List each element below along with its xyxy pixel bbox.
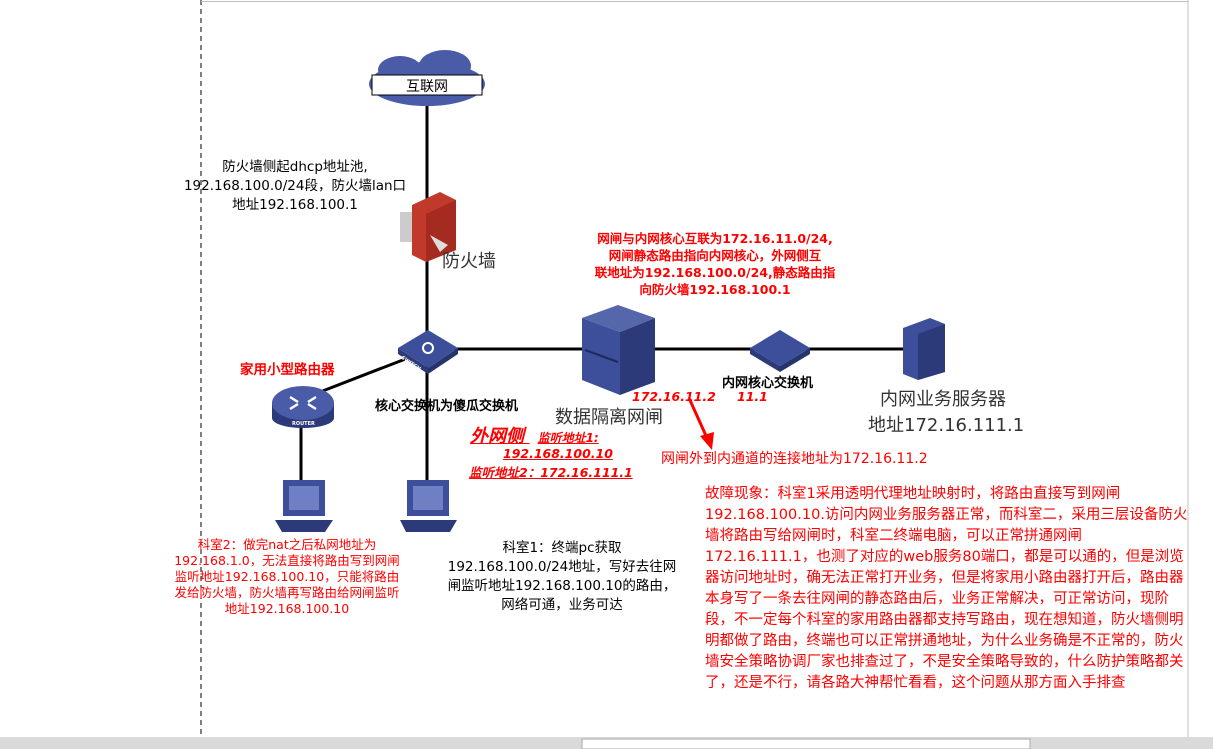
firewall-label: 防火墙 [442, 251, 496, 272]
home-router-icon [272, 386, 334, 428]
gateway-route-note: 网闸与内网核心互联为172.16.11.0/24, 网闸静态路由指向内网核心，外… [594, 231, 836, 297]
gateway-port-label: 172.16.11.2 [632, 389, 716, 404]
pc-icon-room1 [400, 480, 457, 532]
firewall-dhcp-note: 防火墙侧起dhcp地址池, 192.168.100.0/24段，防火墙lan口 … [183, 159, 407, 213]
server-title: 内网业务服务器 [880, 389, 1006, 410]
room2-note: 科室2：做完nat之后私网地址为 192.168.1.0，无法直接将路由写到网闸… [174, 537, 400, 616]
room1-note: 科室1：终端pc获取 192.168.100.0/24地址，写好去往网 闸监听地… [447, 540, 677, 613]
fault-description: 故障现象：科室1采用透明代理地址映射时，将路由直接写到网闸192.168.100… [705, 486, 1188, 691]
outer-side-label: 外网侧 [470, 426, 524, 447]
gateway-device-icon [582, 305, 655, 395]
listen1-label: 监听地址1: [537, 431, 599, 445]
server-address: 地址172.16.111.1 [868, 415, 1025, 436]
tunnel-note: 网闸外到内通道的连接地址为172.16.11.2 [661, 451, 928, 467]
pc-icon-room2 [275, 480, 333, 532]
listen2-address: 监听地址2：172.16.111.1 [469, 465, 633, 480]
home-router-label: 家用小型路由器 [240, 362, 335, 378]
router-badge: ROUTER [292, 421, 315, 427]
core-switch-label: 核心交换机为傻瓜交换机 [375, 399, 519, 414]
internet-label: 互联网 [406, 79, 448, 95]
cloud-icon [369, 50, 485, 106]
core-switch-icon [398, 330, 458, 374]
scrollbar-thumb[interactable] [581, 738, 1031, 749]
server-icon [903, 318, 945, 380]
inner-switch-icon [750, 330, 810, 372]
listen1-address: 192.168.100.10 [503, 446, 613, 461]
gateway-label: 数据隔离网闸 [555, 407, 663, 428]
inner-switch-label: 内网核心交换机 [722, 376, 814, 391]
inner-port-label: 11.1 [737, 389, 768, 404]
red-arrow-icon [687, 397, 714, 450]
firewall-icon [400, 192, 456, 262]
outer-side-block: 外网侧 监听地址1: [470, 422, 599, 448]
